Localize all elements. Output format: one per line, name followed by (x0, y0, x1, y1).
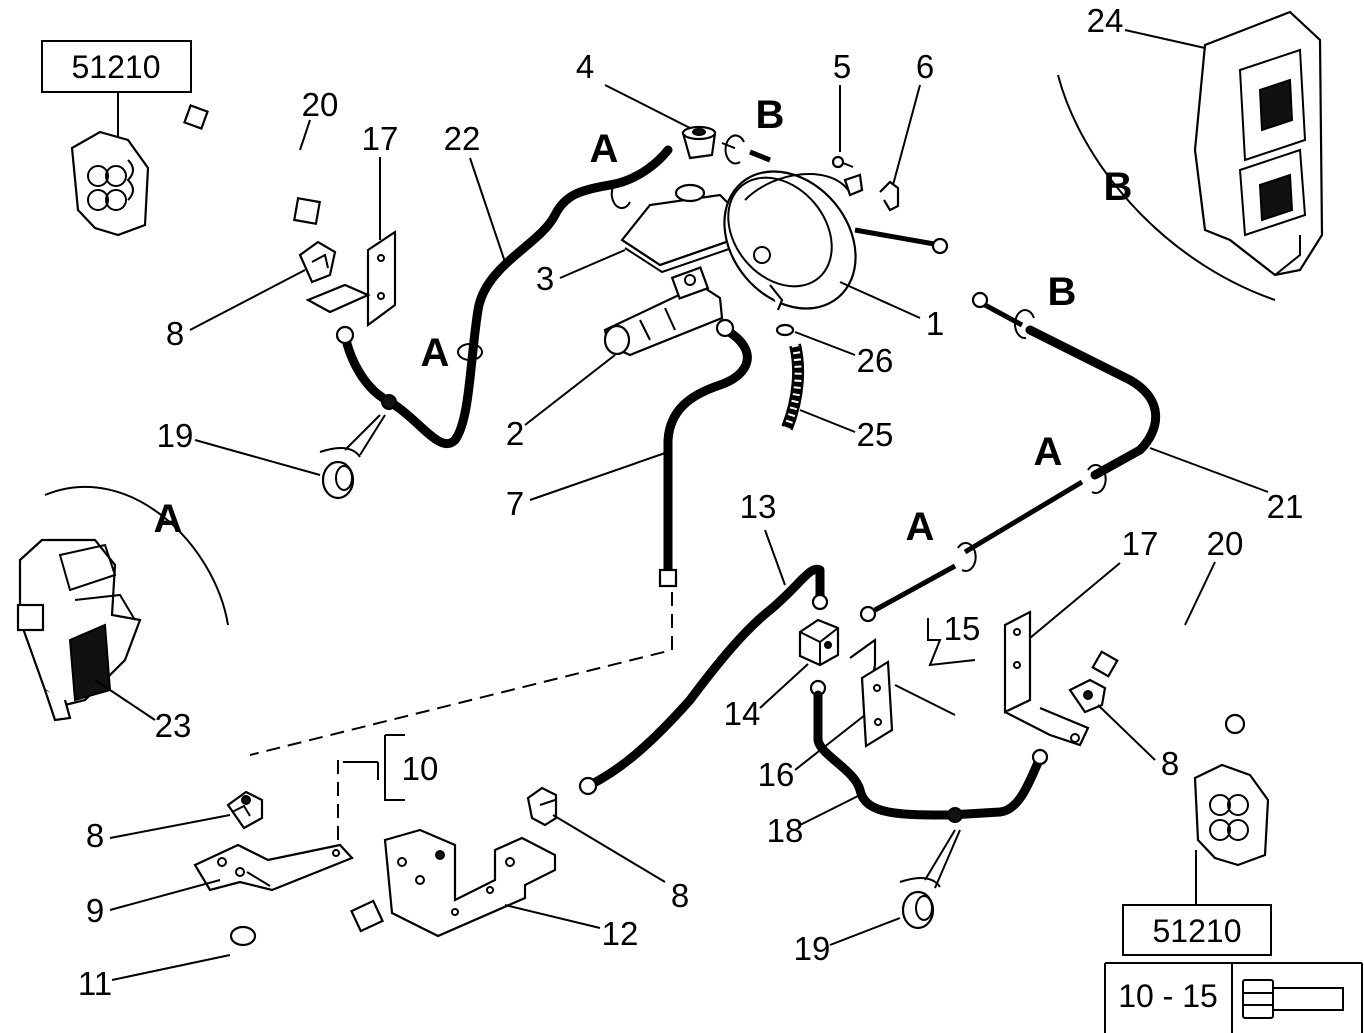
brake-pipe-20-left[interactable] (183, 104, 322, 226)
callout-4: 4 (576, 48, 594, 85)
hand-icon-top-left (70, 130, 150, 237)
view-letter-b: B (1104, 165, 1133, 209)
callout-8: 8 (1161, 745, 1179, 782)
callout-8: 8 (671, 877, 689, 914)
grommet-19-left[interactable] (321, 460, 355, 500)
bracket-16[interactable] (849, 637, 894, 748)
callout-19: 19 (157, 417, 194, 454)
brake-pipe-7[interactable] (658, 318, 752, 588)
callout-18: 18 (767, 812, 804, 849)
callout-22: 22 (444, 120, 481, 157)
callout-26: 26 (857, 342, 894, 379)
reference-box-top-left[interactable]: 51210 (41, 40, 192, 93)
callout-17: 17 (1122, 525, 1159, 562)
bracket-12[interactable] (383, 828, 557, 938)
callout-23: 23 (155, 707, 192, 744)
view-letter-a: A (590, 127, 619, 171)
view-arc-b (1057, 74, 1276, 301)
callout-15: 15 (944, 610, 981, 647)
reference-box-label: 51210 (1153, 913, 1242, 949)
screw-5[interactable] (831, 155, 854, 169)
view-arc-a (44, 485, 229, 626)
callout-8: 8 (86, 817, 104, 854)
master-cylinder-2[interactable] (603, 266, 724, 357)
clip-8-bottom-left[interactable] (226, 790, 264, 830)
reference-box-label: 51210 (72, 49, 161, 85)
callout-9: 9 (86, 892, 104, 929)
callout-7: 7 (506, 485, 524, 522)
reservoir-cap-4[interactable] (681, 125, 717, 160)
callout-21: 21 (1267, 488, 1304, 525)
view-letter-b: B (756, 93, 785, 137)
torque-value: 10 - 15 (1118, 978, 1218, 1014)
brake-pipe-20-right[interactable] (1091, 622, 1246, 735)
pipe-11[interactable] (229, 899, 384, 990)
connector-block-14[interactable] (798, 618, 840, 667)
callout-6: 6 (916, 48, 934, 85)
torque-spec-box: 10 - 15 (1104, 962, 1363, 1033)
callout-19: 19 (794, 930, 831, 967)
view-letter-a: A (1034, 430, 1063, 474)
brake-booster-1[interactable] (697, 145, 949, 334)
bracket-17-left[interactable] (305, 229, 397, 328)
clamp-26[interactable] (775, 323, 795, 337)
callout-8: 8 (166, 315, 184, 352)
brake-hose-18[interactable] (809, 679, 1049, 823)
clip-8-top-left[interactable] (298, 240, 337, 284)
hand-icon-bottom-right (1193, 763, 1270, 867)
view-letter-a: A (154, 497, 183, 541)
callout-1: 1 (926, 305, 944, 342)
pedal-assembly-23[interactable] (16, 538, 142, 722)
view-letter-b: B (1048, 270, 1077, 314)
bracket-17-right[interactable] (1003, 610, 1090, 747)
callout-10: 10 (402, 750, 439, 787)
callout-2: 2 (506, 415, 524, 452)
clip-6[interactable] (879, 180, 900, 212)
brake-hose-22[interactable] (335, 145, 673, 449)
view-letter-a: A (906, 505, 935, 549)
bolt-10[interactable] (337, 734, 405, 845)
clip-8-right[interactable] (1068, 678, 1107, 714)
pedal-bracket-24[interactable] (1193, 10, 1324, 277)
callout-24: 24 (1087, 2, 1124, 39)
fluid-reservoir-3[interactable] (620, 183, 742, 274)
bolt-icon (1242, 979, 1344, 1019)
callout-11: 11 (78, 965, 112, 1002)
callout-20: 20 (1207, 525, 1244, 562)
reference-box-bottom-right[interactable]: 51210 (1122, 904, 1272, 956)
hose-25[interactable] (781, 343, 805, 431)
callout-13: 13 (740, 488, 777, 525)
clip-8-bottom-center[interactable] (526, 786, 558, 827)
plate-9[interactable] (193, 843, 354, 892)
view-letter-a: A (421, 331, 450, 375)
callout-25: 25 (857, 416, 894, 453)
callout-20: 20 (302, 86, 339, 123)
brake-pipe-21[interactable] (971, 291, 1161, 480)
callout-14: 14 (724, 695, 761, 732)
callout-17: 17 (362, 120, 399, 157)
callout-3: 3 (536, 260, 554, 297)
brake-pipe-13[interactable] (578, 564, 829, 796)
callout-5: 5 (833, 48, 851, 85)
callout-16: 16 (758, 756, 795, 793)
callout-12: 12 (602, 915, 639, 952)
grommet-19-right[interactable] (901, 890, 935, 930)
